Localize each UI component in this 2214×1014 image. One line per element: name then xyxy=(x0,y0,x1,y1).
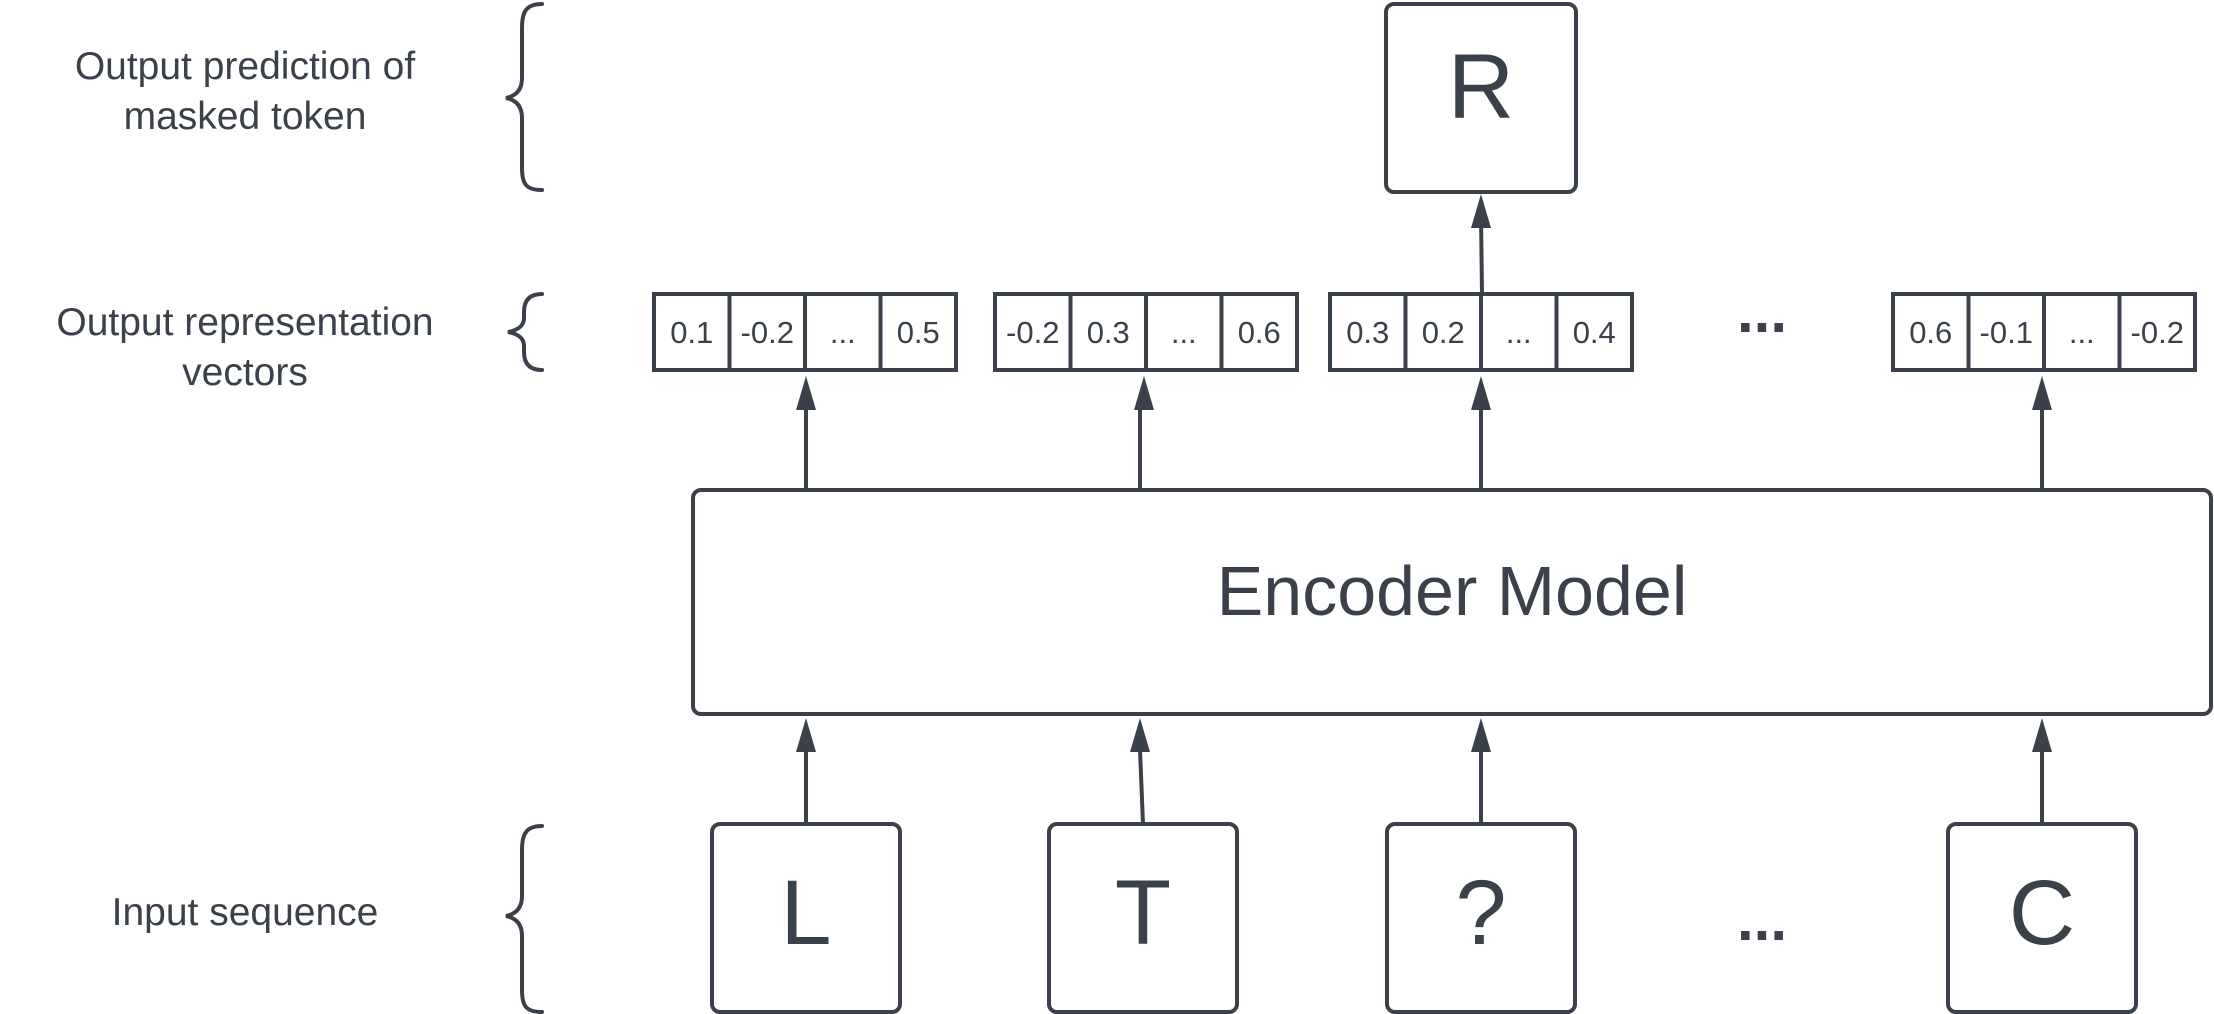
brace-input-sequence xyxy=(505,824,544,1014)
arrowhead-icon xyxy=(796,376,816,410)
arrowhead-icon xyxy=(1134,376,1154,410)
vector-box-2: -0.2 0.3... 0.6 xyxy=(993,292,1299,372)
arrowhead-icon xyxy=(1471,376,1491,410)
vector-value: 0.4 xyxy=(1573,315,1616,350)
vector-cell xyxy=(1554,292,1634,372)
label-output-prediction: Output prediction of masked token xyxy=(0,42,490,142)
brace-output-prediction xyxy=(505,2,544,192)
input-token-box-4: C xyxy=(1946,822,2138,1014)
label-line: Output representation xyxy=(56,301,434,344)
prediction-token: R xyxy=(1448,36,1514,138)
vector-cell xyxy=(1891,292,1971,372)
vector-box-1: 0.1 -0.2... 0.5 xyxy=(652,292,958,372)
label-line: vectors xyxy=(182,351,308,394)
label-line: Output prediction of xyxy=(74,45,416,88)
vector-cell xyxy=(2117,292,2197,372)
label-line: Input sequence xyxy=(111,891,379,934)
arrowhead-icon xyxy=(1471,194,1491,228)
input-token-box-2: T xyxy=(1047,822,1239,1014)
vector-value: ... xyxy=(2069,315,2095,350)
input-token-box-3: ? xyxy=(1385,822,1577,1014)
input-token: L xyxy=(780,862,831,964)
vector-value: ... xyxy=(1506,315,1532,350)
vector-value: -0.2 xyxy=(741,315,794,350)
input-token-box-1: L xyxy=(710,822,902,1014)
vector-value: 0.6 xyxy=(1909,315,1952,350)
input-token: C xyxy=(2009,862,2075,964)
inputs-ellipsis: ... xyxy=(1737,886,1787,953)
vector-value: 0.1 xyxy=(670,315,713,350)
vectors-ellipsis: ... xyxy=(1737,278,1787,345)
vector-value: 0.3 xyxy=(1346,315,1389,350)
vector-value: ... xyxy=(830,315,856,350)
label-output-representation: Output representation vectors xyxy=(0,298,490,398)
vector-cell xyxy=(2042,292,2122,372)
input-token: T xyxy=(1115,862,1171,964)
vector-box-4: 0.6 -0.1... -0.2 xyxy=(1891,292,2197,372)
vector-box-3: 0.3 0.2... 0.4 xyxy=(1328,292,1634,372)
brace-output-representation xyxy=(507,292,544,372)
arrowhead-icon xyxy=(2032,376,2052,410)
vector-value: -0.2 xyxy=(2131,315,2184,350)
vector-value: 0.3 xyxy=(1087,315,1130,350)
vector-cell xyxy=(727,292,807,372)
vector-value: ... xyxy=(1171,315,1197,350)
vector-value: 0.5 xyxy=(897,315,940,350)
arrowhead-icon xyxy=(2032,718,2052,752)
arrowhead-icon xyxy=(1471,718,1491,752)
vector-value: -0.1 xyxy=(1980,315,2033,350)
label-input-sequence: Input sequence xyxy=(0,888,490,938)
input-token: ? xyxy=(1455,862,1506,964)
encoder-box: Encoder Model xyxy=(691,488,2213,716)
prediction-box: R xyxy=(1384,2,1578,194)
label-line: masked token xyxy=(123,95,367,138)
arrow-input-to-encoder-2 xyxy=(1138,749,1145,825)
vector-cell xyxy=(878,292,958,372)
vector-value: 0.6 xyxy=(1238,315,1281,350)
vector-value: -0.2 xyxy=(1006,315,1059,350)
vector-value: 0.2 xyxy=(1422,315,1465,350)
arrowhead-icon xyxy=(1130,718,1150,752)
encoder-label: Encoder Model xyxy=(1217,552,1688,630)
vector-cell xyxy=(1219,292,1299,372)
arrowhead-icon xyxy=(796,718,816,752)
